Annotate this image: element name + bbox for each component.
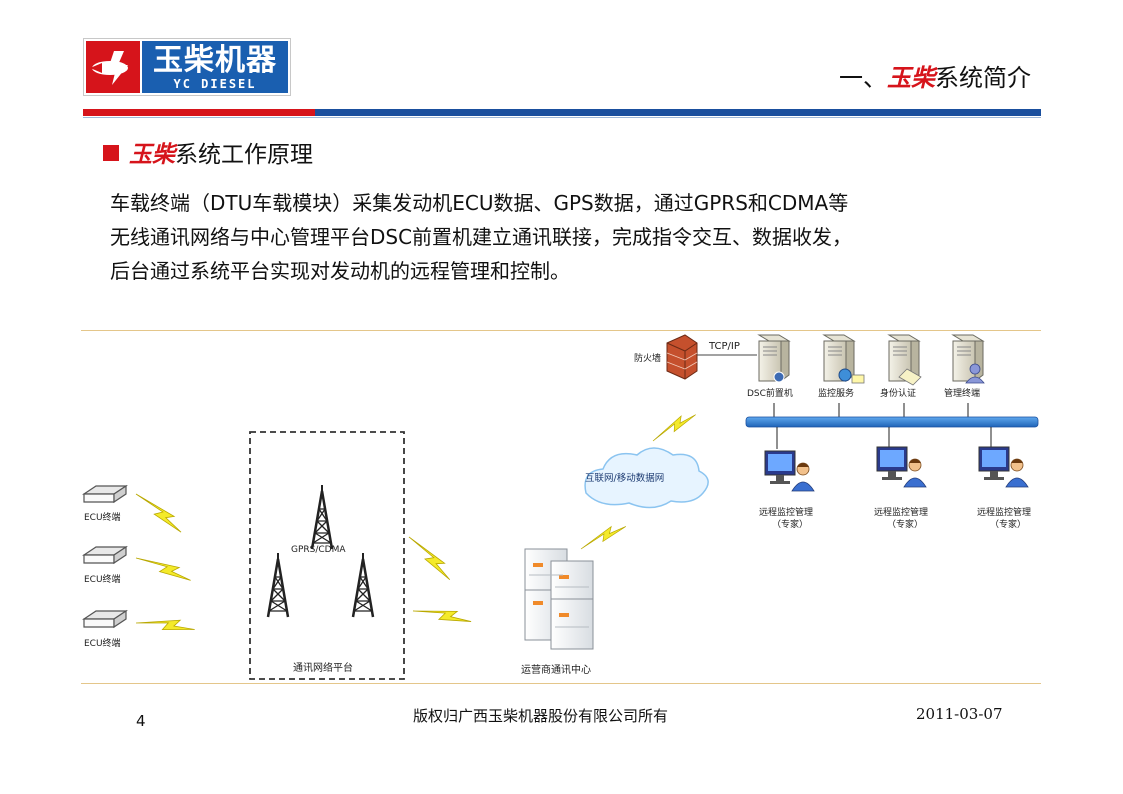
tcpip-label: TCP/IP [708, 341, 740, 352]
wireless-link-icon [135, 603, 196, 650]
company-logo: 玉柴机器 YC DIESEL [83, 38, 291, 96]
wireless-link-icon [652, 402, 697, 454]
expert-workstation-icon [876, 446, 927, 488]
footer-date: 2011-03-07 [916, 705, 1003, 723]
server-icon [952, 334, 984, 382]
ecu-terminal-1: ECU终端 [83, 485, 127, 523]
header-bar-thin [83, 117, 1041, 118]
ecu-device-icon [83, 610, 127, 628]
logo-emblem-icon [90, 51, 128, 85]
expert-workstation-icon [764, 450, 815, 492]
header-bar-red [83, 109, 315, 116]
operator-center-label: 运营商通讯中心 [521, 663, 591, 676]
logo-emblem [86, 41, 140, 93]
ecu-label: ECU终端 [84, 637, 121, 649]
logo-wordmark: 玉柴机器 YC DIESEL [142, 41, 288, 93]
title-highlight: 玉柴 [887, 63, 935, 92]
operator-center-racks-icon [524, 548, 594, 650]
wireless-link-icon [412, 594, 472, 639]
square-bullet-icon [103, 145, 119, 161]
wireless-link-icon [135, 552, 192, 587]
server-label: 监控服务 [818, 387, 854, 399]
client-role: （专家） [990, 518, 1026, 530]
paragraph-line: 车载终端（DTU车载模块）采集发动机ECU数据、GPS数据，通过GPRS和CDM… [110, 191, 849, 215]
remote-monitor-client-3: 远程监控管理 （专家） [977, 446, 1031, 530]
ecu-device-icon [83, 546, 127, 564]
logo-english-text: YC DIESEL [173, 77, 257, 91]
ecu-label: ECU终端 [84, 511, 121, 523]
architecture-svg: ECU终端 ECU终端 ECU终端 GPRS/CDMA 通讯网络平台 运营商通讯… [83, 334, 1039, 680]
firewall-icon [666, 334, 698, 380]
description-paragraph: 车载终端（DTU车载模块）采集发动机ECU数据、GPS数据，通过GPRS和CDM… [110, 186, 1010, 288]
section-title: 系统工作原理 [175, 142, 313, 168]
wireless-link-icon [129, 493, 188, 533]
server-authentication: 身份认证 [880, 334, 922, 399]
remote-monitor-client-2: 远程监控管理 （专家） [874, 446, 928, 530]
cell-tower-icon [351, 551, 375, 619]
firewall-label: 防火墙 [634, 352, 661, 364]
server-dsc: DSC前置机 [747, 334, 793, 399]
logo-chinese-text: 玉柴机器 [153, 43, 277, 78]
cell-tower-icon [266, 551, 290, 619]
network-bus [745, 416, 1039, 428]
ecu-terminal-2: ECU终端 [83, 546, 127, 585]
section-highlight: 玉柴 [129, 141, 175, 168]
network-platform-label: 通讯网络平台 [293, 661, 353, 674]
copyright-notice: 版权归广西玉柴机器股份有限公司所有 [413, 707, 669, 725]
paragraph-line: 无线通讯网络与中心管理平台DSC前置机建立通讯联接，完成指令交互、数据收发， [110, 225, 853, 249]
ecu-terminal-3: ECU终端 [83, 610, 127, 649]
wireless-link-icon [399, 536, 459, 581]
client-label: 远程监控管理 [977, 506, 1031, 518]
expert-workstation-icon [978, 446, 1029, 488]
gprs-cdma-label: GPRS/CDMA [291, 545, 346, 555]
title-suffix: 系统简介 [935, 64, 1031, 92]
server-icon [758, 334, 790, 382]
server-label: 管理终端 [944, 387, 980, 399]
wireless-link-icon [580, 512, 627, 563]
page-title: 一、玉柴系统简介 [839, 58, 1031, 93]
network-platform-box [249, 431, 405, 680]
paragraph-line: 后台通过系统平台实现对发动机的远程管理和控制。 [110, 259, 570, 283]
client-role: （专家） [772, 518, 808, 530]
header-bar-blue [315, 109, 1041, 116]
system-architecture-diagram: ECU终端 ECU终端 ECU终端 GPRS/CDMA 通讯网络平台 运营商通讯… [81, 330, 1041, 684]
cell-tower-icon [310, 483, 334, 551]
page-number: 4 [136, 712, 146, 730]
title-prefix: 一、 [839, 64, 887, 92]
internet-label: 互联网/移动数据网 [585, 472, 664, 484]
client-label: 远程监控管理 [874, 506, 928, 518]
client-role: （专家） [887, 518, 923, 530]
section-heading: 玉柴系统工作原理 [103, 135, 313, 169]
server-label: 身份认证 [880, 387, 916, 399]
ecu-device-icon [83, 485, 127, 503]
remote-monitor-client-1: 远程监控管理 （专家） [759, 450, 815, 530]
server-management: 管理终端 [944, 334, 985, 399]
client-label: 远程监控管理 [759, 506, 813, 518]
internet-cloud-icon [584, 447, 709, 509]
ecu-label: ECU终端 [84, 573, 121, 585]
server-label: DSC前置机 [747, 387, 793, 399]
server-monitoring: 监控服务 [818, 334, 865, 399]
